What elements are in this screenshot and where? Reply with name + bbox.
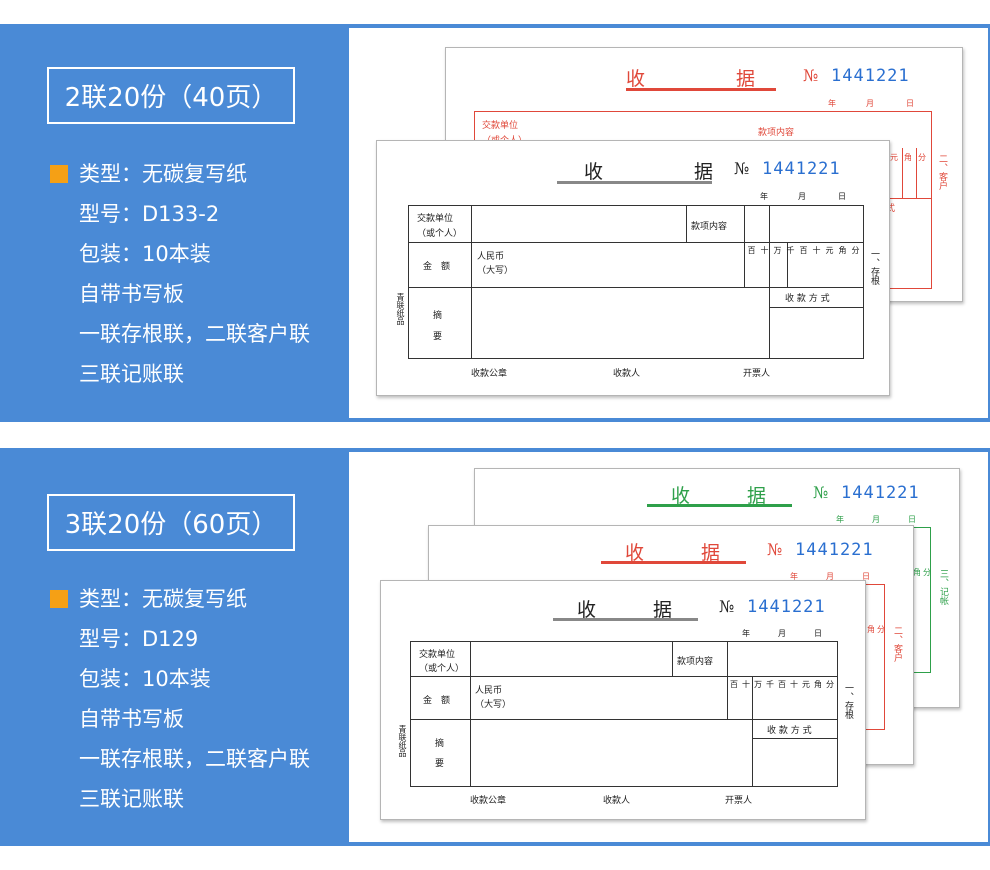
bullet-square-icon (50, 165, 68, 183)
spec-type: 类型：无碳复写纸 (50, 579, 310, 619)
spec-copies-2: 三联记账联 (79, 362, 184, 386)
spec-board: 自带书写板 (79, 707, 184, 731)
amount-digit-headers: 百 十 万 千 百 十 元 角 分 (730, 680, 834, 689)
product-photo: 收 据 № 1441221 年 月 日 角 分 三、记帐 收 据 № 14412… (349, 452, 988, 842)
amount-digit-headers: 百 十 万 千 百 十 元 角 分 (747, 246, 860, 255)
product-panel-2-ply: 2联20份（40页） 类型：无碳复写纸 型号：D133-2 包装：10本装 自带… (0, 24, 990, 422)
product-panel-3-ply: 3联20份（60页） 类型：无碳复写纸 型号：D129 包装：10本装 自带书写… (0, 448, 990, 846)
variant-badge: 3联20份（60页） (47, 494, 295, 551)
bullet-square-icon (50, 590, 68, 608)
product-photo: 收 据 № 1441221 年 月 日 交款单位 （或个人） 款项内容 元 角 … (349, 28, 988, 418)
spec-model: 型号：D133-2 (79, 202, 220, 226)
spec-list: 类型：无碳复写纸 型号：D133-2 包装：10本装 自带书写板 一联存根联，二… (50, 154, 310, 394)
receipt-table (410, 641, 838, 787)
receipt-sheet-front: 收 据 № 1441221 年 月 日 交款单位 （或个人） 款项内容 金 额 … (376, 140, 890, 396)
receipt-sheet-front: 收 据 № 1441221 年 月 日 交款单位 （或个人） 款项内容 金 额 … (380, 580, 866, 820)
spec-copies: 一联存根联，二联客户联 (79, 747, 310, 771)
receipt-table (408, 205, 864, 359)
spec-packaging: 包装：10本装 (79, 667, 211, 691)
spec-type: 类型：无碳复写纸 (50, 154, 310, 194)
variant-badge: 2联20份（40页） (47, 67, 295, 124)
spec-board: 自带书写板 (79, 282, 184, 306)
spec-packaging: 包装：10本装 (79, 242, 211, 266)
spec-model: 型号：D129 (79, 627, 199, 651)
spec-list: 类型：无碳复写纸 型号：D129 包装：10本装 自带书写板 一联存根联，二联客… (50, 579, 310, 819)
spec-copies-2: 三联记账联 (79, 787, 184, 811)
spec-copies: 一联存根联，二联客户联 (79, 322, 310, 346)
